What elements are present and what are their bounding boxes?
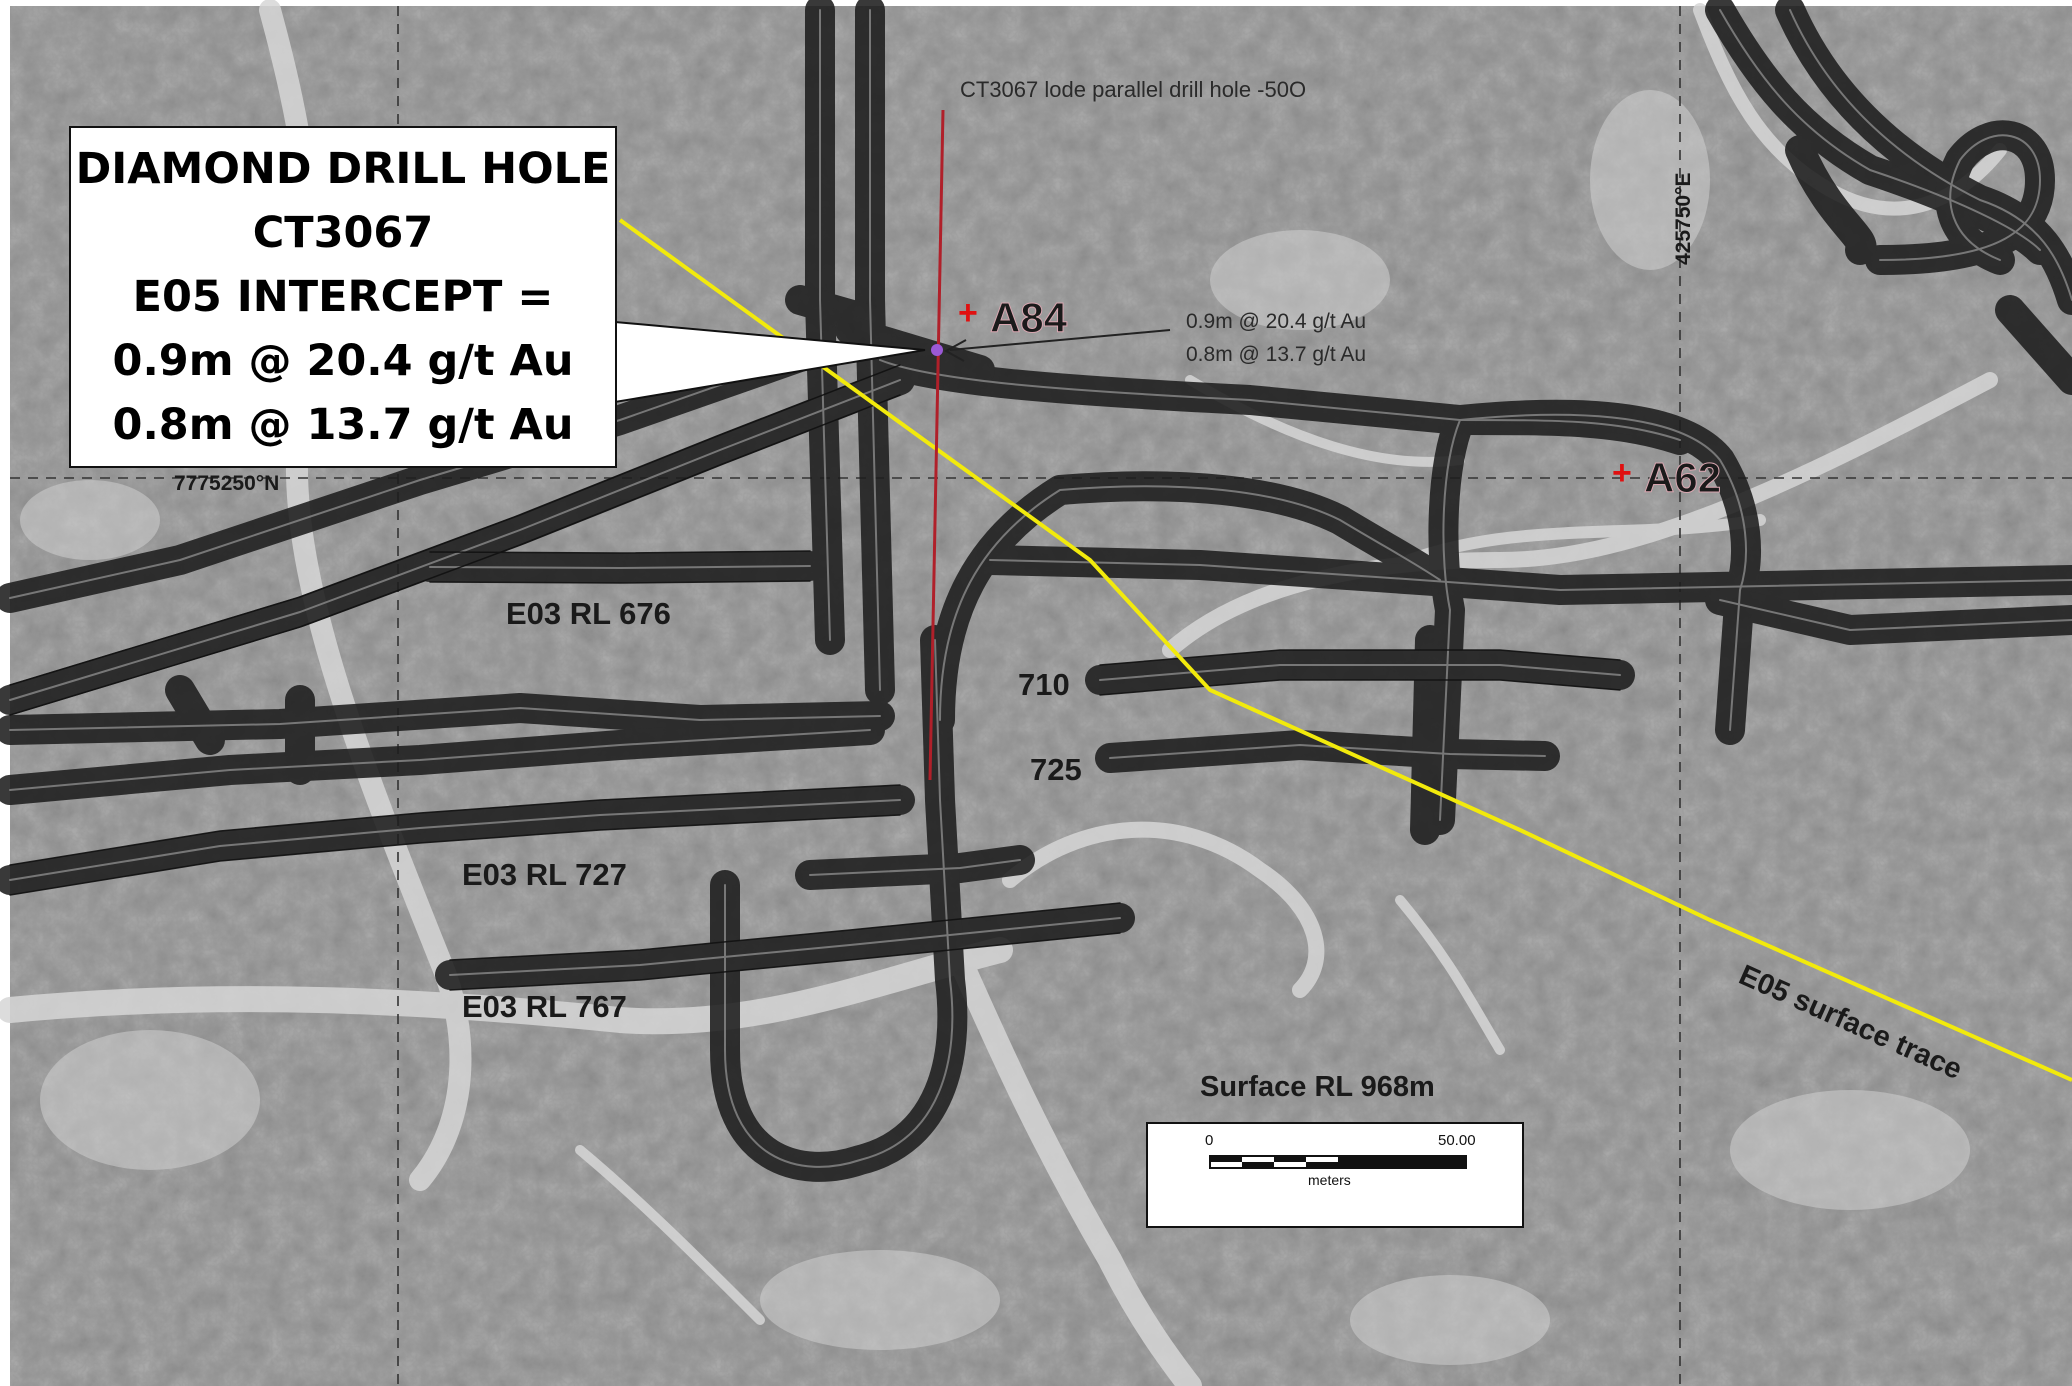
level-label-e03-rl-767: E03 RL 767 <box>462 989 627 1024</box>
callout-line-5: 0.8m @ 13.7 g/t Au <box>112 400 574 450</box>
surface-rl-label: Surface RL 968m <box>1200 1071 1435 1103</box>
level-label-725: 725 <box>1030 752 1082 787</box>
easting-label: 425750°E <box>1672 173 1695 265</box>
northing-label: 7775250°N <box>174 472 279 495</box>
scale-unit-label: meters <box>1308 1172 1351 1188</box>
intercept-leader-arrow <box>943 329 1171 362</box>
scale-start-label: 0 <box>1205 1132 1214 1149</box>
point-a62-label: A62 <box>1644 454 1721 501</box>
level-label-e03-rl-727: E03 RL 727 <box>462 857 627 892</box>
point-a84-label: A84 <box>990 294 1068 341</box>
callout-line-2: CT3067 <box>252 208 434 258</box>
level-label-710: 710 <box>1018 667 1070 702</box>
scale-bar-graphic <box>1209 1155 1467 1169</box>
level-label-e03-rl-676: E03 RL 676 <box>506 596 671 631</box>
underground-workings <box>0 0 2072 1182</box>
intercept-callout-box: DIAMOND DRILL HOLE CT3067 E05 INTERCEPT … <box>69 126 617 468</box>
point-a84-cross: + <box>958 294 978 332</box>
drill-hole-trace <box>928 109 945 781</box>
scale-end-label: 50.00 <box>1438 1132 1476 1149</box>
point-a84: + A84 <box>958 294 1068 342</box>
scale-bar: 0 50.00 meters <box>1146 1122 1524 1228</box>
intercept-marker <box>931 344 943 356</box>
drill-hole-title: CT3067 lode parallel drill hole -50O <box>960 77 1306 102</box>
point-a62-cross: + <box>1612 454 1632 492</box>
e05-surface-trace-line <box>618 218 2072 1082</box>
callout-line-3: E05 INTERCEPT = <box>132 272 554 322</box>
callout-line-1: DIAMOND DRILL HOLE <box>75 144 611 194</box>
point-a62: + A62 <box>1612 454 1722 502</box>
callout-line-4: 0.9m @ 20.4 g/t Au <box>112 336 574 386</box>
drill-hole-intercept-2: 0.8m @ 13.7 g/t Au <box>1186 343 1366 366</box>
drill-hole-intercept-1: 0.9m @ 20.4 g/t Au <box>1186 310 1366 333</box>
